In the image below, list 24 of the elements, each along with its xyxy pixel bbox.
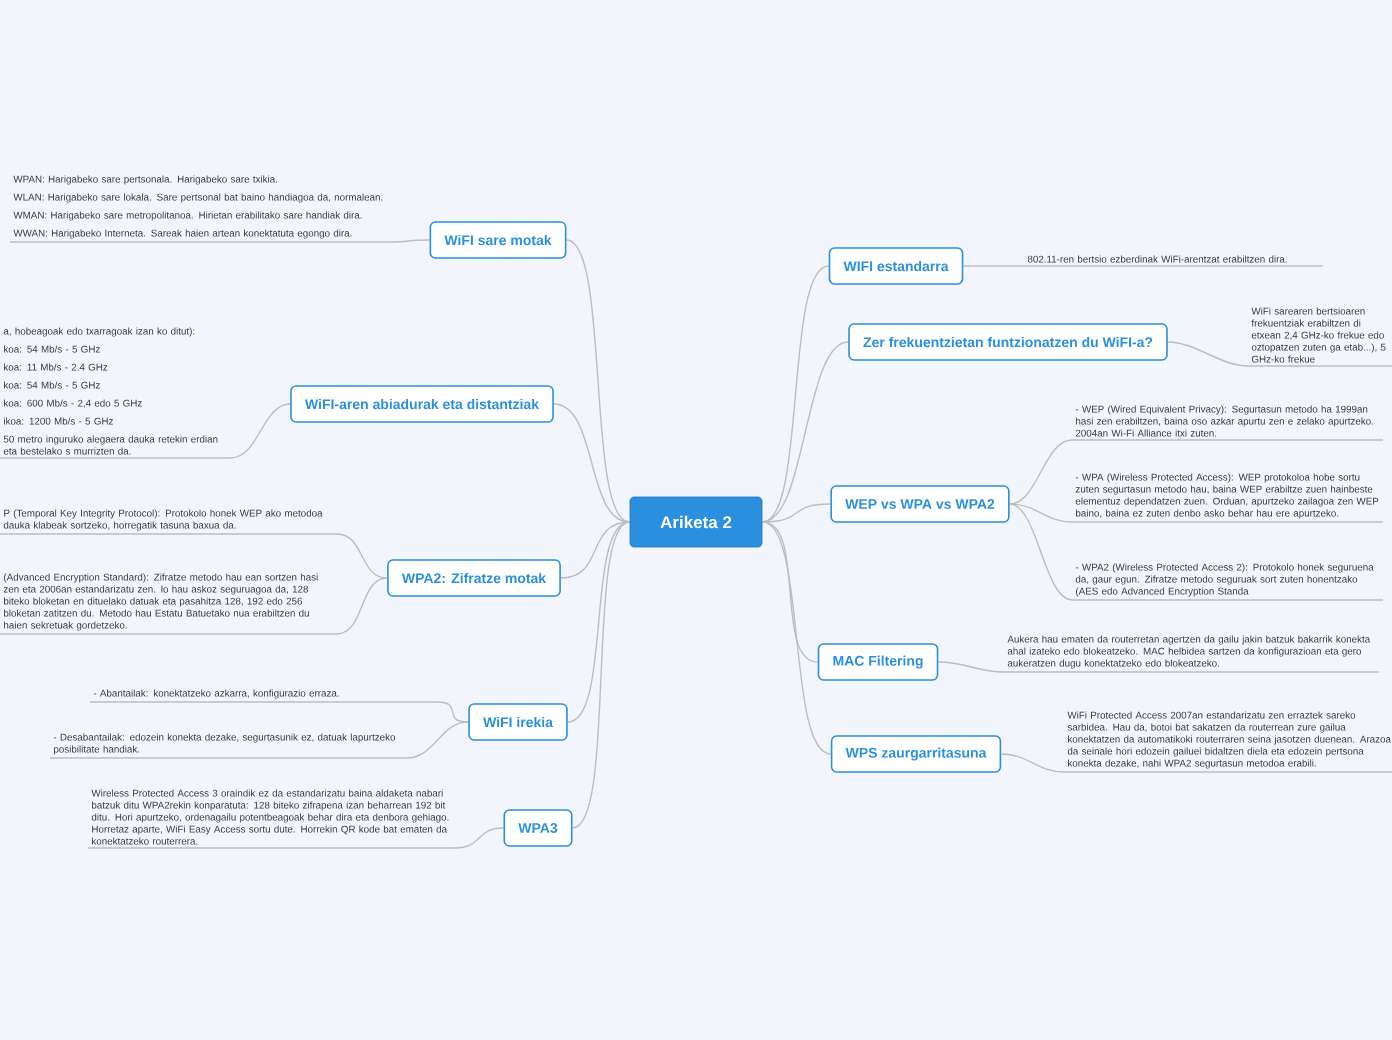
connector-line [567, 521, 631, 723]
connector-line [9, 239, 431, 243]
connector-line [571, 521, 631, 829]
connector-line [565, 239, 631, 523]
connector-line [761, 521, 832, 755]
connector-line [49, 721, 469, 759]
connector-line [937, 661, 1380, 673]
connector-line [761, 521, 819, 663]
central-topic-box: Ariketa 2 [629, 496, 763, 548]
connector-line [0, 577, 388, 635]
connector-line [0, 533, 388, 579]
connector-line [761, 265, 830, 523]
connector-line [553, 403, 631, 523]
connector-line [962, 265, 1324, 267]
connector-line [761, 341, 849, 523]
connector-line [89, 701, 469, 723]
connector-line [87, 827, 505, 849]
connector-line [1008, 439, 1384, 505]
connector-line [1008, 503, 1384, 523]
connector-line [560, 521, 631, 579]
connector-line [1008, 503, 1384, 601]
connector-line [1000, 753, 1392, 773]
connector-line [1167, 341, 1392, 367]
connector-line [0, 403, 291, 459]
